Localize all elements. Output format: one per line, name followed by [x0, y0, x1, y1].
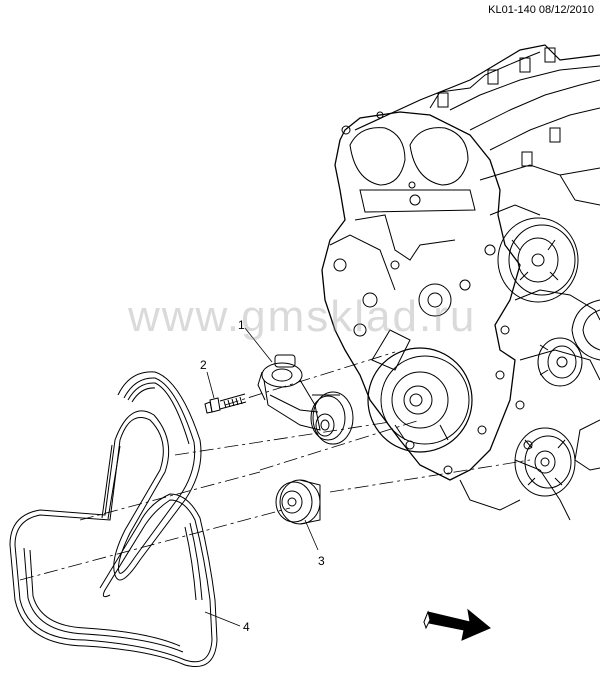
leader-lines: [204, 327, 319, 627]
lower-right-pulley: [514, 427, 576, 497]
idler-pulley: [275, 479, 321, 525]
watermark: www.gmsklad.ru: [128, 292, 477, 341]
serpentine-belt: [9, 371, 218, 667]
tensioner-bolt: [204, 393, 247, 414]
upper-accessory-pulley: [497, 217, 579, 303]
crankshaft-balancer: [367, 329, 473, 453]
callout-3: 3: [318, 554, 325, 568]
engine-assembly: [321, 44, 600, 521]
centerlines: [19, 351, 531, 581]
callout-4: 4: [243, 620, 250, 634]
tensioner-assembly: [257, 354, 354, 445]
callout-1: 1: [238, 318, 245, 332]
diagram-reference-code: KL01-140 08/12/2010: [488, 4, 594, 16]
callout-2: 2: [200, 358, 207, 372]
right-edge-pulley: [571, 299, 600, 361]
front-arrow-icon: [423, 608, 491, 641]
alternator-pulley: [537, 337, 583, 387]
